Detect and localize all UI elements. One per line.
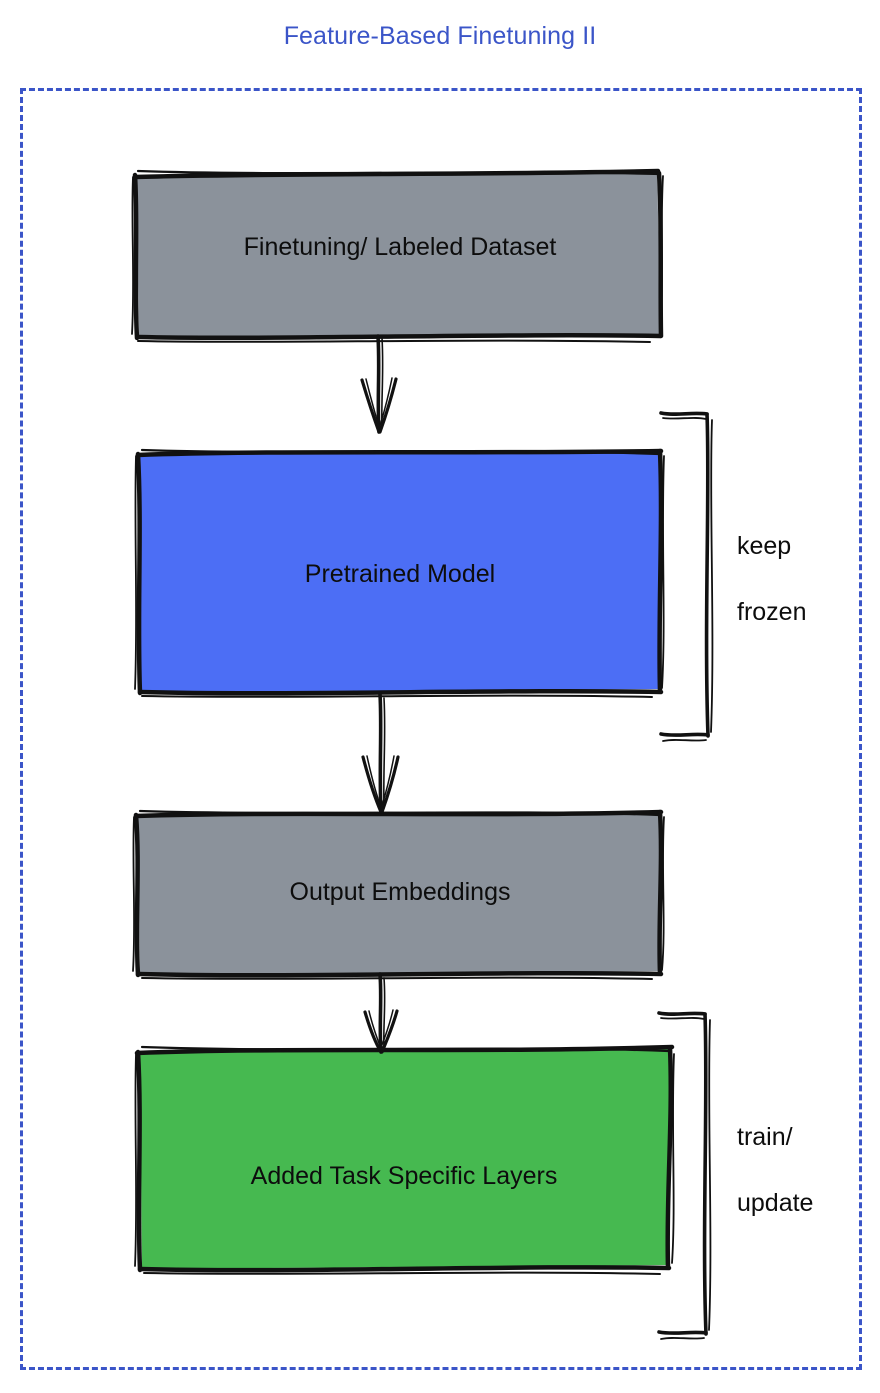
node-task-specific-layers-shape	[134, 1044, 675, 1275]
annotation-train-update: train/ update	[737, 1088, 813, 1253]
node-dataset[interactable]: Finetuning/ Labeled Dataset	[130, 168, 670, 344]
node-output-embeddings-shape	[132, 809, 665, 980]
node-dataset-label: Finetuning/ Labeled Dataset	[243, 233, 557, 261]
node-output-embeddings-label: Output Embeddings	[289, 878, 511, 906]
annotation-train-update-line2: update	[737, 1189, 814, 1217]
node-task-specific-layers[interactable]: Added Task Specific Layers	[130, 1044, 678, 1276]
annotation-keep-frozen-line2: frozen	[737, 598, 807, 626]
node-pretrained-model-shape	[134, 448, 665, 698]
node-pretrained-model-label: Pretrained Model	[304, 560, 496, 588]
page-title: Feature-Based Finetuning II	[283, 22, 597, 50]
dashed-boundary-frame	[20, 88, 862, 1370]
annotation-keep-frozen: keep frozen	[737, 497, 806, 662]
node-task-specific-layers-label: Added Task Specific Layers	[250, 1162, 558, 1190]
annotation-train-update-line1: train/	[737, 1123, 793, 1151]
node-dataset-shape	[131, 168, 664, 343]
node-output-embeddings[interactable]: Output Embeddings	[130, 808, 670, 980]
node-pretrained-model[interactable]: Pretrained Model	[132, 446, 668, 698]
annotation-keep-frozen-line1: keep	[737, 532, 792, 560]
